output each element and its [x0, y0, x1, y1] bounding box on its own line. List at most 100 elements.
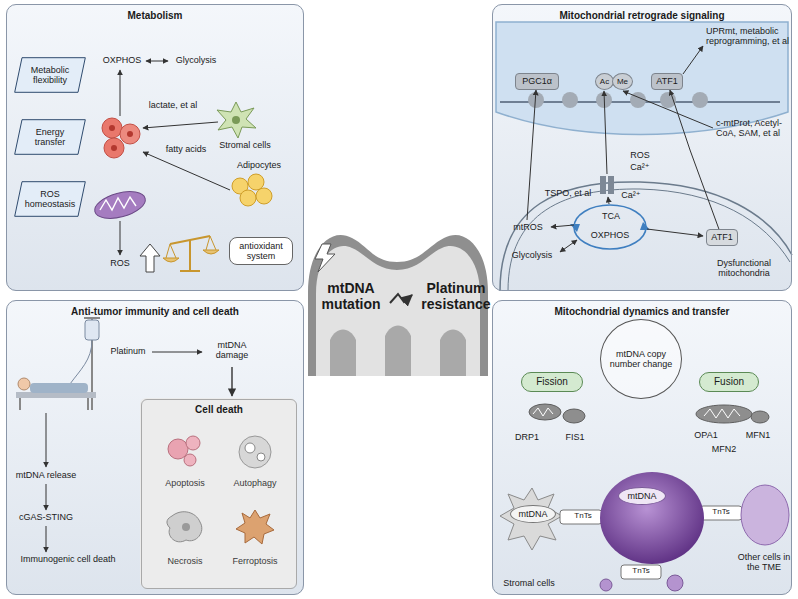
metabolism-drawing: [143, 122, 218, 128]
metabolism-drawing: [232, 116, 240, 124]
death-label: Apoptosis: [155, 478, 215, 488]
immunity-drawing: [70, 340, 92, 384]
factor-box: ATF1: [651, 73, 683, 90]
panel-heading: Mitochondrial dynamics and transfer: [493, 306, 791, 318]
immunity-drawing: [16, 318, 296, 588]
tube-label: TnTs: [566, 511, 600, 520]
dynamics-drawing: [621, 565, 661, 579]
parallelogram-shape: [15, 182, 86, 217]
panel: Mitochondrial retrograde signalingPGC1α A…: [492, 4, 792, 291]
dynamics-drawing: [600, 472, 704, 564]
protein-label: FIS1: [560, 432, 590, 442]
retrograde-drawing: [551, 225, 574, 227]
signal-label: ROS: [105, 258, 135, 268]
dynamics-drawing: [704, 409, 740, 418]
retrograde-drawing: [574, 205, 646, 249]
metabolism-drawing: [170, 236, 210, 244]
dynamics-drawing: [533, 408, 553, 416]
metabolism-drawing: [206, 236, 210, 250]
immunity-drawing: [184, 454, 196, 466]
immunity-drawing: [239, 436, 271, 468]
metabolite-label: Glycolysis: [506, 250, 558, 260]
metabolism-drawing: [111, 145, 117, 151]
immunity-drawing: [46, 413, 47, 467]
arrow-connector: [670, 90, 719, 229]
immunity-drawing: [236, 510, 274, 544]
metabolism-drawing: [240, 190, 256, 206]
signal-label: mtROS: [508, 222, 548, 232]
factor-box: PGC1α: [515, 73, 559, 90]
signal-label: Ca²⁺: [618, 190, 644, 200]
metabolism-drawing: [248, 174, 264, 190]
panel-ground: [6, 4, 304, 291]
panel: Anti-tumor immunity and cell deathCell d…: [6, 300, 304, 595]
immunity-drawing: [87, 398, 89, 410]
protein-label: OPA1: [690, 430, 722, 440]
metabolism-drawing: [92, 187, 148, 224]
retrograde-drawing: [683, 46, 703, 74]
cell-label: Other cells in the TME: [736, 552, 792, 573]
cycle-circle: TCA: [599, 210, 623, 223]
retrograde-drawing: [496, 22, 792, 291]
parallelogram-shape: [15, 58, 86, 93]
retrograde-drawing: [508, 189, 790, 291]
retrograde-drawing: [608, 176, 614, 194]
panel-heading: Cell death: [142, 404, 296, 416]
node-text: ROS homeostasis: [22, 189, 78, 210]
immunity-drawing: [18, 378, 30, 390]
node-text: mtDNA: [519, 509, 548, 519]
death-label: Autophagy: [225, 478, 285, 488]
retrograde-drawing: [623, 91, 713, 128]
metabolism-drawing: [146, 61, 168, 62]
central-mitochondrion: [385, 326, 411, 377]
metabolism-drawing: [180, 270, 200, 272]
pathway-label: cGAS-STING: [10, 512, 82, 522]
dynamics-drawing: [500, 404, 789, 591]
process-box: Fission: [521, 372, 583, 392]
signal-label: ROS: [626, 150, 654, 160]
node-text: Metabolic flexibility: [22, 65, 78, 86]
dynamics-drawing: [560, 510, 602, 524]
retrograde-drawing: [692, 92, 708, 108]
panel-heading: Mitochondrial retrograde signaling: [493, 10, 791, 22]
mtdna-ellipse: mtDNA: [510, 505, 556, 523]
mark-circle: Me: [612, 73, 633, 90]
dynamics-drawing: [600, 579, 612, 591]
copy-number-circle: mtDNA copy number change: [600, 319, 682, 399]
immunity-drawing: [85, 320, 99, 340]
retrograde-drawing: [560, 240, 577, 252]
node-text: Ac: [600, 77, 609, 86]
tube-label: TnTs: [704, 507, 738, 516]
immunity-drawing: [186, 436, 200, 450]
immunity-drawing: [30, 383, 88, 393]
signal-label: Ca²⁺: [626, 162, 654, 172]
outcome-label: Immunogenic cell death: [8, 554, 128, 564]
dynamics-drawing: [751, 411, 769, 423]
node-text: Fusion: [714, 376, 744, 388]
metabolism-drawing: [163, 258, 179, 262]
flow-label: fatty acids: [160, 144, 212, 154]
node-text: Me: [617, 77, 628, 86]
metabolism-drawing: [217, 102, 256, 138]
immunity-drawing: [245, 443, 255, 453]
cell-label: Stromal cells: [496, 578, 562, 588]
retrograde-drawing: [647, 229, 703, 236]
retrograde-drawing: [608, 197, 609, 204]
signal-label: c-mtProt, Acetyl-CoA, SAM, et al: [716, 118, 790, 139]
immunity-drawing: [140, 398, 296, 588]
dynamics-drawing: [529, 404, 561, 420]
event-label: mtDNA damage: [204, 340, 260, 361]
metabolism-drawing: [189, 240, 191, 270]
theme-box: Energy transfer: [14, 119, 86, 155]
event-label: mtDNA release: [10, 470, 82, 480]
panel-ground: [6, 300, 304, 595]
immunity-drawing: [231, 367, 232, 396]
central-mitochondrion: [390, 294, 412, 303]
death-label: Ferroptosis: [225, 556, 285, 566]
immunity-drawing: [84, 317, 100, 319]
immunity-drawing: [46, 526, 47, 552]
dynamics-drawing: [500, 488, 562, 550]
node-text: ATF1: [656, 76, 677, 86]
